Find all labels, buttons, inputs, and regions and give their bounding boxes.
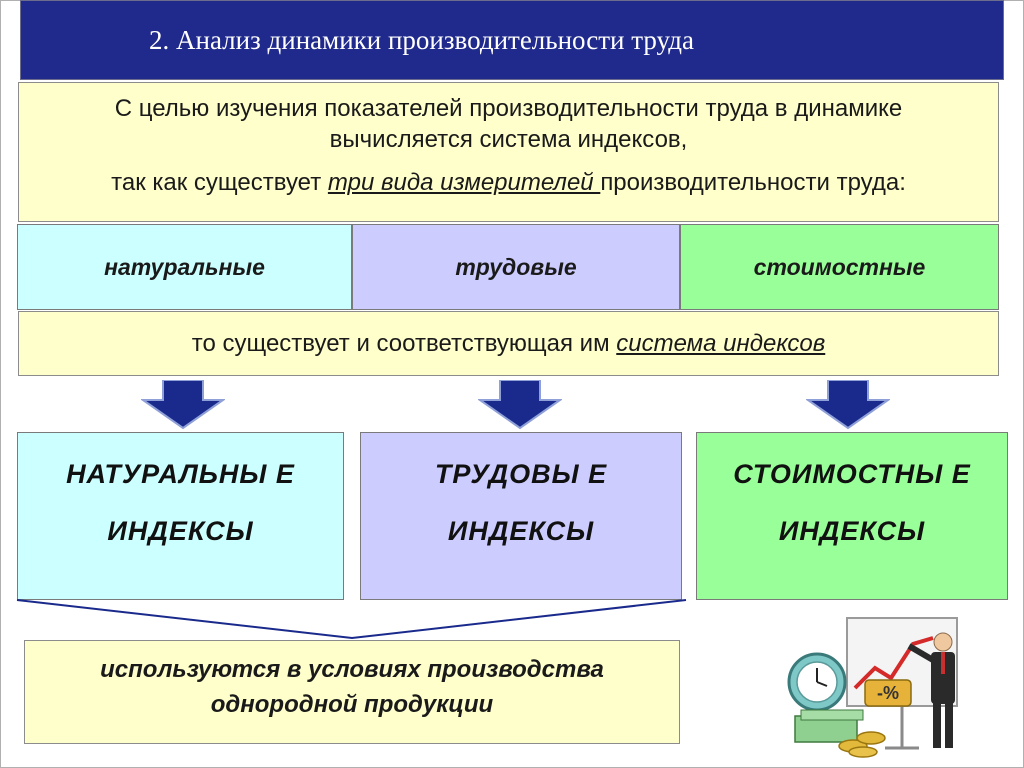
- title-bar: 2. Анализ динамики производительности тр…: [20, 0, 1004, 80]
- index-labor: ТРУДОВЫ Е ИНДЕКСЫ: [360, 432, 682, 600]
- type-cost: стоимостные: [680, 224, 999, 310]
- intro-line-3: так как существует три вида измерителей …: [19, 167, 998, 198]
- index-natural-line-1: НАТУРАЛЬНЫ Е: [66, 459, 295, 489]
- growth-line-icon: [853, 636, 934, 690]
- index-cost-line-2: ИНДЕКСЫ: [778, 516, 926, 546]
- index-cost-line-1: СТОИМОСТНЫ Е: [733, 459, 971, 489]
- intro-line-3-post: производительности труда:: [600, 169, 906, 197]
- business-clipart: -%: [787, 617, 958, 758]
- correspondence-text: то существует и соответствующая им систе…: [192, 330, 826, 358]
- intro-line-1: С целью изучения показателей производите…: [114, 95, 903, 122]
- index-natural-line-2: ИНДЕКСЫ: [107, 516, 254, 546]
- bottom-line-1: используются в условиях производства: [100, 656, 604, 683]
- arrow-down-icon: [141, 380, 225, 430]
- type-labor: трудовые: [352, 224, 680, 310]
- type-labor-label: трудовые: [455, 253, 577, 280]
- index-labor-line-1: ТРУДОВЫ Е: [434, 459, 608, 489]
- type-natural-label: натуральные: [104, 253, 265, 280]
- svg-text:-%: -%: [877, 683, 899, 703]
- bottom-line-2: однородной продукции: [210, 690, 494, 718]
- bottom-box: используются в условиях производства одн…: [24, 640, 680, 744]
- slide-title: 2. Анализ динамики производительности тр…: [149, 24, 694, 55]
- arrow-down-icon: [806, 380, 890, 430]
- correspondence-emphasis: система индексов: [616, 329, 826, 357]
- intro-line-3-pre: так как существует: [111, 169, 328, 197]
- index-labor-line-2: ИНДЕКСЫ: [447, 516, 595, 546]
- bracket-connector: [16, 599, 687, 640]
- type-natural: натуральные: [17, 224, 352, 310]
- index-cost: СТОИМОСТНЫ Е ИНДЕКСЫ: [696, 432, 1008, 600]
- type-cost-label: стоимостные: [753, 253, 926, 280]
- intro-box: С целью изучения показателей производите…: [18, 82, 999, 222]
- correspondence-box: то существует и соответствующая им систе…: [18, 311, 999, 376]
- arrow-down-icon: [478, 380, 562, 430]
- index-natural: НАТУРАЛЬНЫ Е ИНДЕКСЫ: [17, 432, 344, 600]
- percent-tag-icon: [864, 679, 912, 707]
- intro-line-3-emphasis: три вида измерителей: [327, 169, 601, 197]
- correspondence-pre: то существует и соответствующая им: [191, 329, 617, 357]
- businessman-icon: [933, 632, 953, 652]
- intro-line-2: вычисляется система индексов,: [329, 126, 688, 154]
